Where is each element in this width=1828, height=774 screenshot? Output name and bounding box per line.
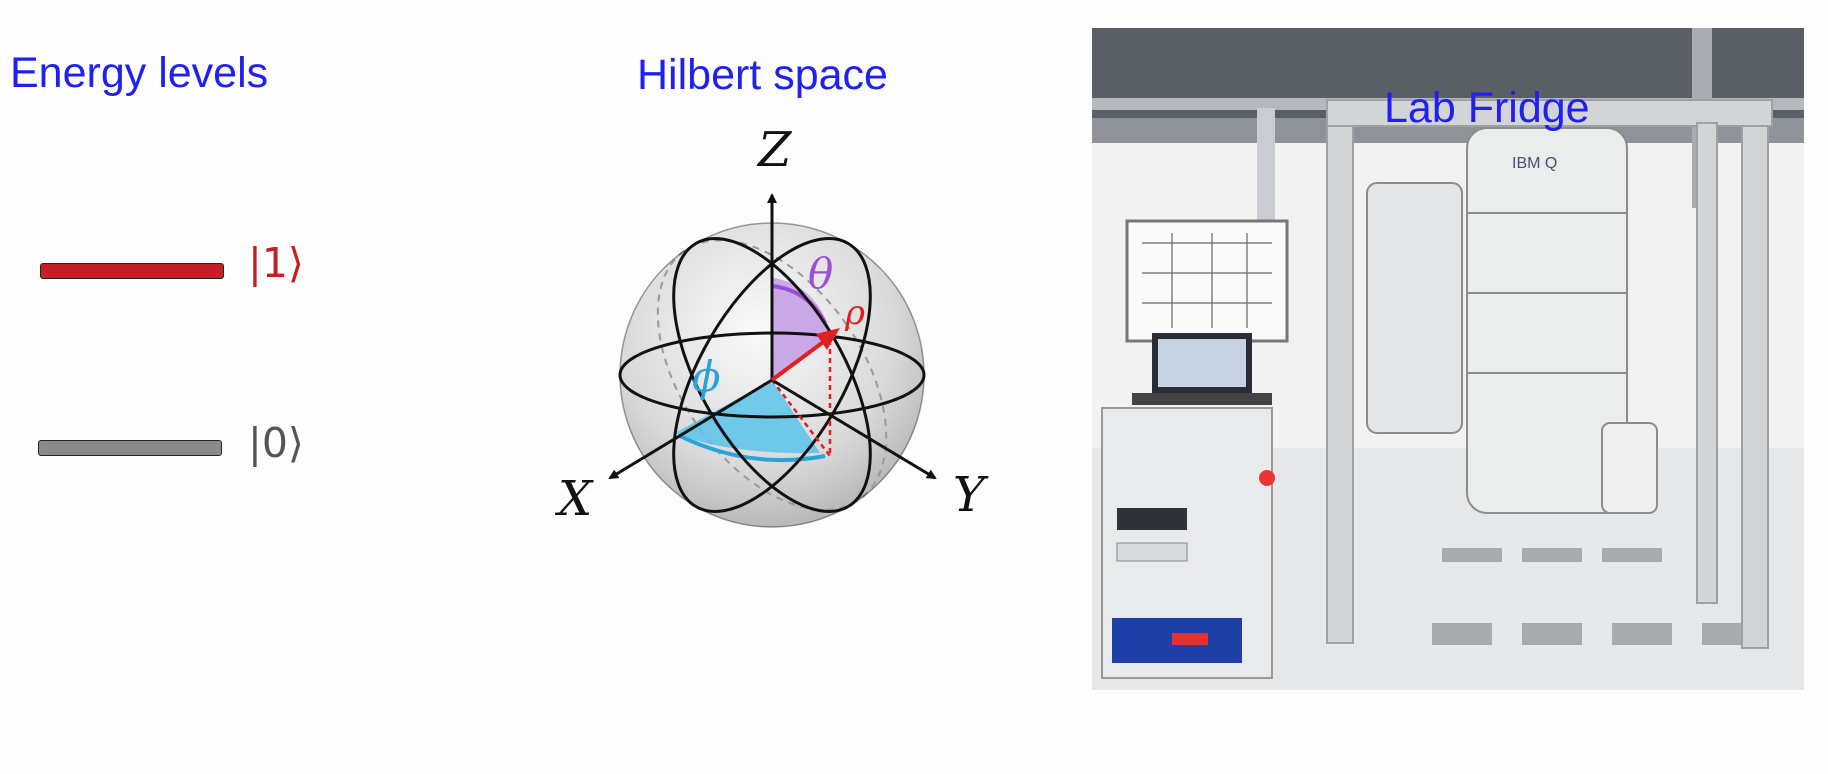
x-axis (608, 378, 773, 480)
y-axis-label: Y (953, 467, 989, 523)
y-axis (771, 378, 937, 480)
fridge-logo: IBM Q (1512, 155, 1557, 172)
state-vector-head (816, 328, 840, 350)
rho-label: ρ (844, 293, 865, 333)
projection-radial (771, 379, 831, 457)
ground-state-label: |0⟩ (248, 419, 304, 467)
meridian-front-a (672, 237, 872, 513)
ground-state-bar (38, 440, 222, 456)
hilbert-space-title: Hilbert space (637, 51, 888, 99)
phi-arc (679, 434, 826, 463)
meridian-front-b (672, 237, 872, 513)
energy-levels-title: Energy levels (10, 49, 269, 97)
excited-state-label: |1⟩ (248, 239, 304, 287)
x-axis-label: X (554, 471, 594, 527)
z-axis-label: Z (756, 122, 793, 178)
state-vector (770, 338, 828, 382)
phi-label: ϕ (692, 352, 721, 401)
meridian-back (656, 239, 888, 511)
theta-label: θ (808, 249, 833, 298)
excited-state-bar (40, 263, 224, 279)
bloch-sphere-diagram: Z X Y θ ρ ϕ (554, 122, 989, 528)
lab-fridge-photo: IBM Q (1092, 28, 1804, 690)
theta-sector (772, 278, 832, 380)
lab-fridge-label: Lab Fridge (1384, 84, 1590, 132)
